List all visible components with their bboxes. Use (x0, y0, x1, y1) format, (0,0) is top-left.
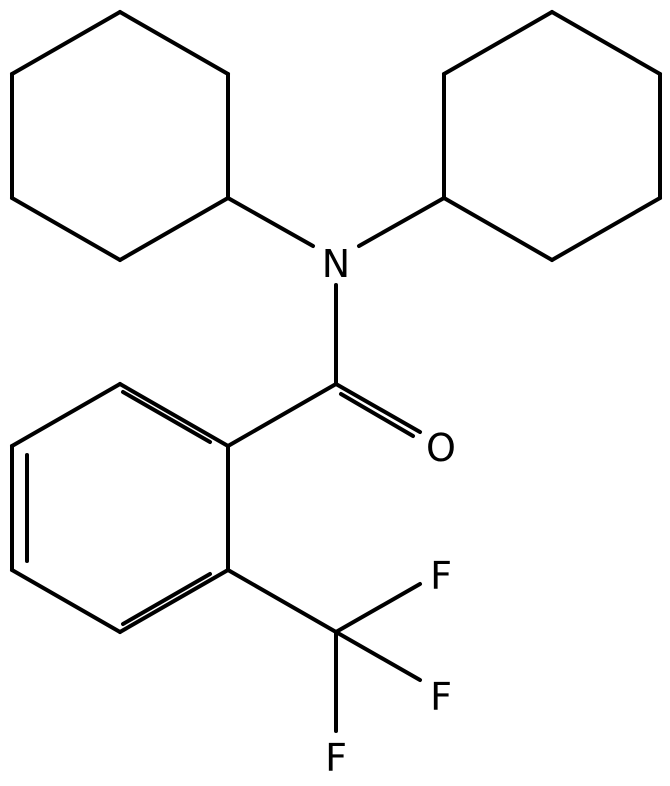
bond (442, 196, 554, 262)
bond (10, 568, 122, 634)
bond (118, 382, 230, 448)
bond-c-f-right (334, 630, 422, 682)
benzene-ring (10, 382, 230, 634)
aromatic-inner-bond (121, 572, 212, 626)
fluorine-atom-label-lower: F (325, 736, 347, 780)
bond-c-f-upper (334, 582, 422, 634)
bond-aryl-cf3 (226, 568, 338, 634)
left-cyclohexyl-ring (10, 10, 230, 262)
bond (10, 382, 122, 448)
bond (118, 568, 230, 634)
bond (10, 196, 122, 262)
bond-n-right-ring (357, 196, 446, 248)
bond-carbonyl-double-1 (334, 382, 422, 434)
bond (118, 10, 230, 76)
fluorine-atom-label-right: F (430, 675, 452, 719)
fluorine-atom-label-upper: F (430, 554, 452, 598)
aromatic-inner-bond (121, 390, 212, 444)
bond-carbonyl-aryl (226, 382, 338, 448)
bond (442, 10, 554, 76)
nitrogen-atom-label: N (322, 242, 350, 286)
oxygen-atom-label: O (426, 426, 456, 470)
bond-carbonyl-double-2 (339, 392, 415, 438)
bond (10, 10, 122, 76)
bond (550, 10, 662, 76)
bond-n-left-ring (226, 196, 315, 248)
bond (550, 196, 662, 262)
right-cyclohexyl-ring (442, 10, 662, 262)
bond (118, 196, 230, 262)
